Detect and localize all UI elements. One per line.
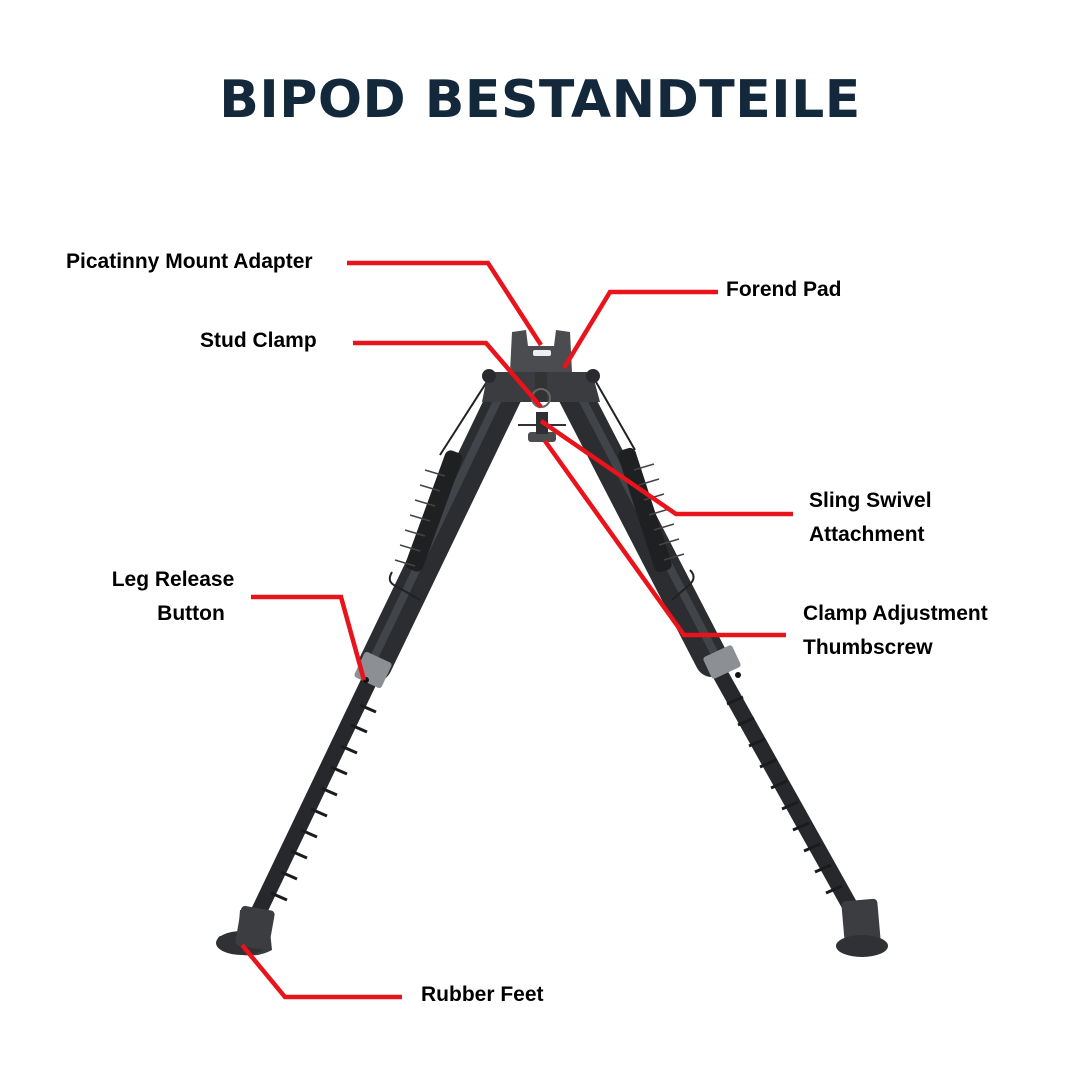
- callout-line-leg-release: [251, 594, 367, 681]
- label-forend-pad: Forend Pad: [726, 278, 842, 301]
- bipod-head: [482, 330, 600, 442]
- label-picatinny-mount-adapter: Picatinny Mount Adapter: [66, 250, 313, 273]
- callout-lines: [240, 260, 793, 1000]
- label-sling-swivel-attachment: Sling Swivel Attachment: [809, 489, 932, 546]
- callout-line-clamp-adj: [543, 439, 786, 638]
- label-rubber-feet: Rubber Feet: [421, 983, 544, 1006]
- label-leg-release-button: Leg Release Button: [111, 568, 235, 625]
- callout-line-stud: [353, 340, 543, 409]
- page-title: BIPOD BESTANDTEILE: [219, 70, 861, 130]
- label-stud-clamp: Stud Clamp: [200, 329, 317, 352]
- label-clamp-adjustment-thumbscrew: Clamp Adjustment Thumbscrew: [803, 602, 988, 659]
- left-leg: [216, 378, 522, 956]
- right-leg: [558, 374, 888, 957]
- callout-line-forend: [562, 289, 718, 370]
- callout-line-rubber-feet: [240, 943, 402, 1000]
- callout-line-sling: [539, 419, 793, 517]
- callout-line-picatinny: [347, 260, 543, 347]
